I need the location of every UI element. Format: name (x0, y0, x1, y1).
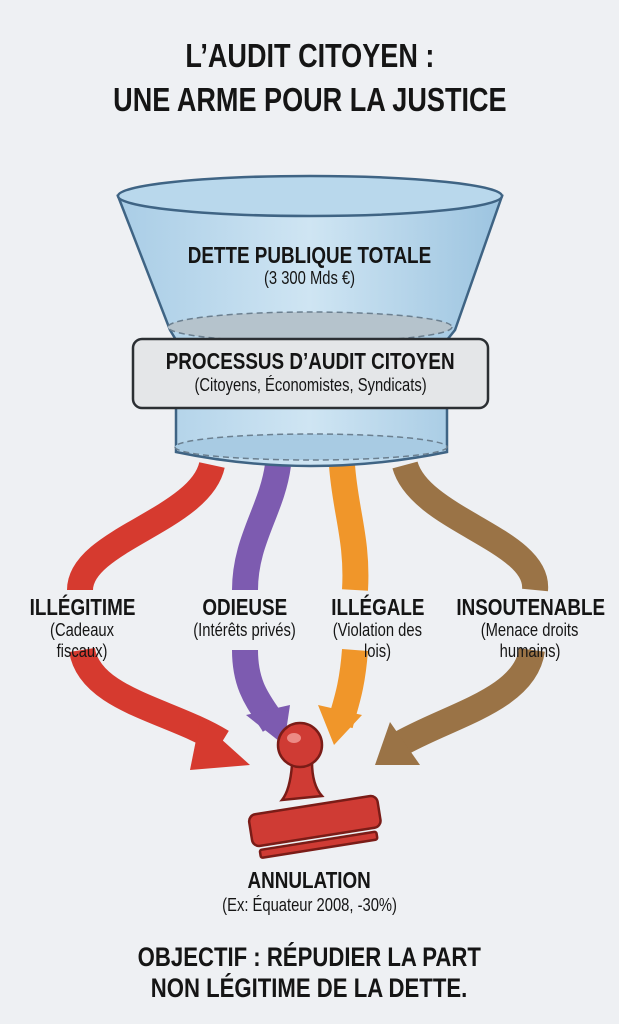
arrowhead-insoutenable (375, 722, 420, 765)
category-insoutenable: INSOUTENABLE (Menace droits humains) (456, 594, 606, 661)
result-sub: (Ex: Équateur 2008, -30%) (222, 895, 397, 915)
title-line-1: L’AUDIT CITOYEN : (184, 37, 435, 74)
objective-line-1: OBJECTIF : RÉPUDIER LA PART (137, 942, 482, 972)
process-box (131, 337, 490, 410)
arrow-insoutenable (391, 460, 548, 757)
funnel-icon (116, 174, 504, 468)
category-odieuse: ODIEUSE (Intérêts privés) (193, 594, 297, 640)
result-label: ANNULATION (247, 867, 372, 893)
process-sub: (Citoyens, Économistes, Syndicats) (194, 375, 427, 395)
objective: OBJECTIF : RÉPUDIER LA PART NON LÉGITIME… (0, 942, 619, 1004)
arrowhead-odieuse (246, 705, 290, 745)
title-line-2: UNE ARME POUR LA JUSTICE (112, 81, 507, 118)
arrowhead-illegale (318, 705, 362, 745)
category-illegale: ILLÉGALE (Violation des lois) (330, 594, 425, 661)
arrowhead-illegitime (190, 720, 250, 770)
stamp-icon (247, 721, 382, 859)
total-debt-value: (3 300 Mds €) (263, 268, 356, 288)
total-debt-label: DETTE PUBLIQUE TOTALE (187, 242, 432, 268)
category-illegitime: ILLÉGITIME (Cadeaux fiscaux) (29, 594, 136, 661)
page-title: L’AUDIT CITOYEN : UNE ARME POUR LA JUSTI… (0, 34, 619, 122)
process-label: PROCESSUS D’AUDIT CITOYEN (166, 348, 455, 374)
objective-line-2: NON LÉGITIME DE LA DETTE. (151, 973, 468, 1003)
